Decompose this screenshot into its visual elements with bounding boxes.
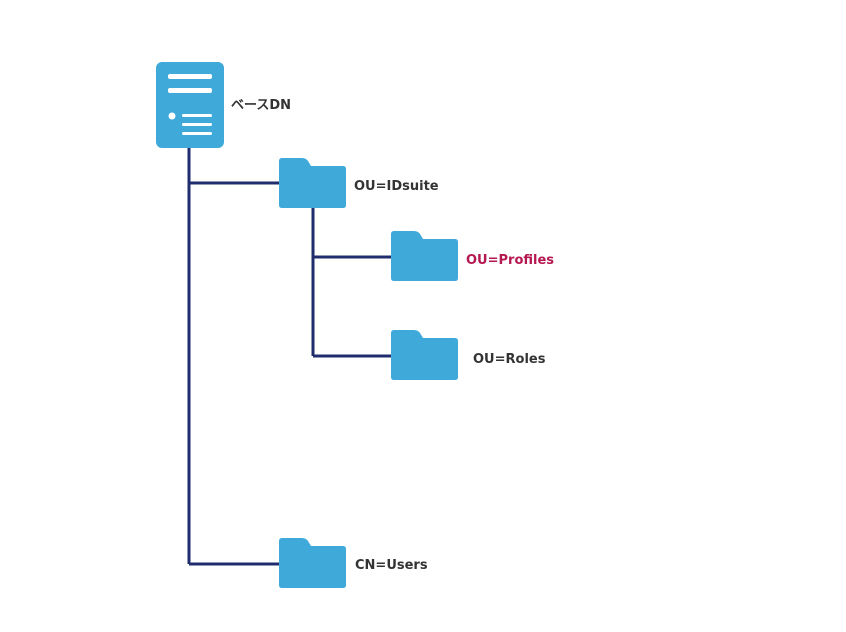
tree-connectors: [187, 148, 391, 566]
folder-icon: [279, 538, 346, 588]
node-label-ou-roles: OU=Roles: [473, 352, 546, 367]
node-label-cn-users: CN=Users: [355, 558, 428, 573]
folder-icon: [391, 231, 458, 281]
folder-icon: [279, 158, 346, 208]
node-ou-profiles[interactable]: OU=Profiles: [391, 231, 554, 281]
server-icon: [156, 62, 224, 148]
node-ou-roles[interactable]: OU=Roles: [391, 330, 546, 380]
node-label-ou-idsuite: OU=IDsuite: [354, 179, 439, 194]
node-label-ou-profiles: OU=Profiles: [466, 253, 554, 268]
node-base-dn[interactable]: ベースDN: [156, 62, 291, 148]
node-ou-idsuite[interactable]: OU=IDsuite: [279, 158, 439, 208]
folder-icon: [391, 330, 458, 380]
node-label-base-dn: ベースDN: [231, 98, 291, 113]
node-cn-users[interactable]: CN=Users: [279, 538, 428, 588]
